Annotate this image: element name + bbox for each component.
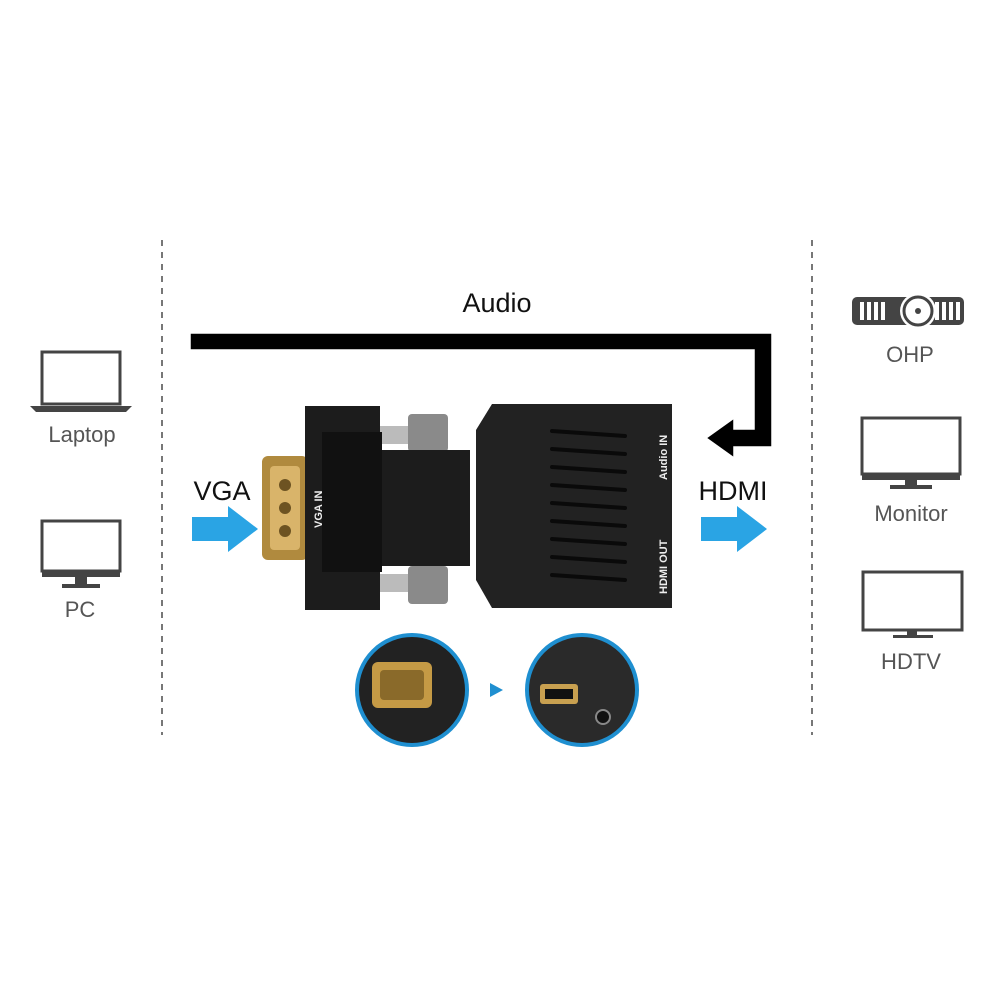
- audio-in-port-label: Audio IN: [658, 434, 670, 480]
- display-label-hdtv: HDTV: [881, 649, 941, 674]
- tv-icon: [861, 570, 964, 638]
- vga-connector-closeup: [355, 633, 469, 747]
- audio-path-arrow: [189, 332, 773, 460]
- vga-label: VGA: [193, 476, 251, 506]
- hdmi-port-closeup: [525, 633, 639, 747]
- hdmi-label: HDMI: [698, 476, 768, 506]
- audio-label: Audio: [462, 288, 532, 318]
- display-label-monitor: Monitor: [874, 501, 948, 526]
- closeup-arrow: [490, 683, 503, 697]
- hdmi-output-arrow: [701, 506, 767, 552]
- projector-icon: [852, 293, 964, 329]
- display-label-ohp: OHP: [886, 342, 934, 367]
- vga-in-port-label: VGA IN: [313, 490, 325, 529]
- source-label-pc: PC: [64, 597, 96, 622]
- pc-monitor-icon: [40, 519, 122, 588]
- source-label-laptop: Laptop: [48, 422, 116, 447]
- laptop-icon: [30, 350, 132, 412]
- vga-hdmi-adapter: [262, 404, 672, 610]
- vga-input-arrow: [192, 506, 258, 552]
- monitor-icon: [860, 416, 962, 489]
- hdmi-out-port-label: HDMI OUT: [658, 539, 670, 594]
